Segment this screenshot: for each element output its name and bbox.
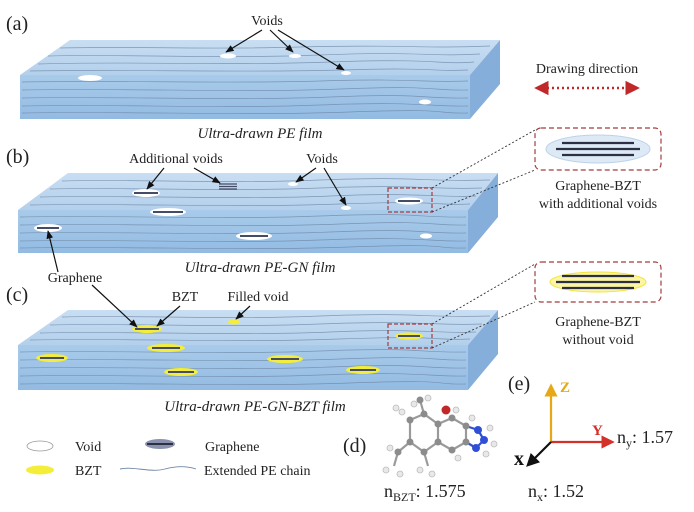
inset-c-line2: without void [562, 333, 633, 348]
panel-label-a: (a) [6, 13, 28, 35]
void [341, 71, 351, 75]
film-b-side-face [468, 173, 498, 253]
pointers-b [146, 167, 347, 206]
film-c-front-face [18, 345, 468, 390]
inset-b-line1: Graphene-BZT [555, 179, 641, 194]
inset-b-link-bottom [431, 169, 536, 213]
inset-b-line2: with additional voids [539, 197, 657, 212]
pointers-c [156, 305, 251, 327]
film-b-top-face [18, 173, 498, 210]
film-c [18, 310, 498, 390]
bzt-label: BZT [172, 290, 199, 305]
graphene [168, 371, 194, 373]
caption-film-c: Ultra-drawn PE-GN-BZT film [164, 399, 346, 415]
graphene [134, 192, 158, 194]
graphene [398, 200, 420, 202]
axis-x-arrow [526, 441, 552, 467]
nx-label: nx: 1.52 [528, 481, 584, 504]
film-c-side-face [468, 310, 498, 390]
graphene [271, 358, 299, 360]
caption-film-a: Ultra-drawn PE film [197, 126, 322, 142]
film-c-top-face [18, 310, 498, 345]
film-a-top-face [20, 40, 500, 75]
void [288, 182, 298, 186]
graphene-label: Graphene [48, 271, 102, 286]
film-a-side-face [470, 40, 500, 119]
film-a-voids [78, 53, 431, 105]
filled-void-label: Filled void [227, 290, 288, 305]
film-a-front-face [20, 75, 470, 119]
legend-void-label: Void [75, 440, 101, 455]
legend-graphene-label: Graphene [205, 440, 259, 455]
void [78, 75, 102, 81]
legend-pe-chain-swatch [119, 466, 197, 471]
caption-film-b: Ultra-drawn PE-GN film [185, 260, 336, 276]
voids-pointers-a [225, 29, 345, 71]
panel-label-e: (e) [508, 373, 530, 395]
axis-z-label: Z [560, 380, 570, 396]
inset-c: Graphene-BZT without void [387, 261, 662, 349]
ny-label: ny: 1.57 [617, 427, 673, 450]
legend-bzt-label: BZT [75, 464, 102, 479]
film-a [20, 40, 500, 119]
void [289, 54, 301, 58]
inset-c-graphene-stack [556, 274, 640, 290]
graphene [135, 328, 159, 330]
film-c-features [36, 319, 423, 376]
void [420, 233, 432, 239]
legend-void-swatch [26, 440, 54, 452]
graphene [153, 211, 183, 213]
drawing-direction-label: Drawing direction [536, 62, 638, 77]
graphene [398, 335, 420, 337]
film-b-front-face [18, 210, 468, 253]
inset-b-graphene-stack [556, 141, 640, 157]
inset-b-source-box [387, 187, 433, 213]
film-b-pe-chains [19, 178, 491, 249]
bzt-molecule-icon [382, 394, 498, 478]
graphene-stack-hatched [219, 183, 237, 190]
panel-label-b: (b) [6, 146, 29, 168]
film-c-pe-chains [19, 314, 491, 385]
void [220, 53, 236, 59]
n-bzt-label: nBZT: 1.575 [384, 481, 466, 504]
legend: Void BZT Graphene Extended PE chain [26, 439, 311, 479]
axis-y-label: Y [592, 423, 603, 439]
axis-x-label: x [514, 448, 524, 470]
graphene-pointers [46, 230, 138, 328]
film-b-features [34, 182, 432, 240]
filled-void [228, 319, 240, 325]
inset-b: Graphene-BZT with additional voids [387, 127, 662, 213]
graphene [40, 357, 64, 359]
void [419, 99, 431, 105]
void [341, 206, 351, 210]
graphene [240, 235, 268, 237]
panel-label-d: (d) [343, 435, 366, 457]
legend-bzt-swatch [26, 465, 54, 475]
graphene [37, 227, 59, 229]
inset-c-source-box [387, 323, 433, 349]
graphene [152, 347, 180, 349]
film-b [18, 173, 498, 253]
panel-label-c: (c) [6, 284, 28, 306]
voids-label-a: Voids [251, 14, 283, 29]
graphene [350, 369, 376, 371]
panel-e: (e) Z Y x ny: 1.57 nx: 1.52 [508, 373, 673, 504]
film-a-pe-chains [21, 45, 491, 114]
inset-c-link-bottom [431, 301, 536, 349]
inset-c-line1: Graphene-BZT [555, 315, 641, 330]
additional-voids-label: Additional voids [129, 152, 223, 167]
voids-label-b: Voids [306, 152, 338, 167]
legend-pe-chain-label: Extended PE chain [204, 464, 311, 479]
panel-d: (d) nBZT: 1.575 [343, 394, 498, 504]
